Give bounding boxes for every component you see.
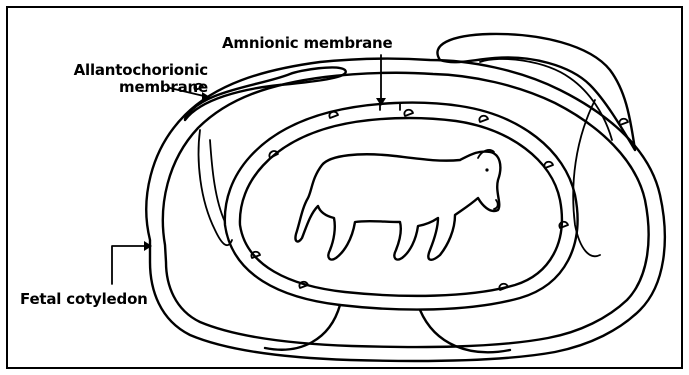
- calf-eye: [485, 168, 488, 171]
- amnionic-membrane-label: Amnionic membrane: [222, 35, 392, 52]
- allantochorionic-membrane-label: Allantochorionic membrane: [28, 62, 208, 96]
- amnion-inner-ring: [240, 118, 562, 296]
- calf-outline: [295, 152, 500, 260]
- allantochorionic-line1: Allantochorionic: [28, 62, 208, 79]
- amnion-outer-ring: [225, 103, 578, 310]
- allantochorionic-line2: membrane: [28, 79, 208, 96]
- left-pocket-inner: [210, 140, 225, 222]
- right-allantoic-coil: [437, 34, 635, 150]
- inner-chorion-outline: [163, 73, 649, 347]
- cotyledons: [194, 84, 628, 290]
- fetal-cotyledon-label: Fetal cotyledon: [20, 291, 148, 308]
- calf-nose: [494, 200, 498, 209]
- left-allantoic-fold: [185, 67, 346, 120]
- fetal-leader: [112, 246, 150, 284]
